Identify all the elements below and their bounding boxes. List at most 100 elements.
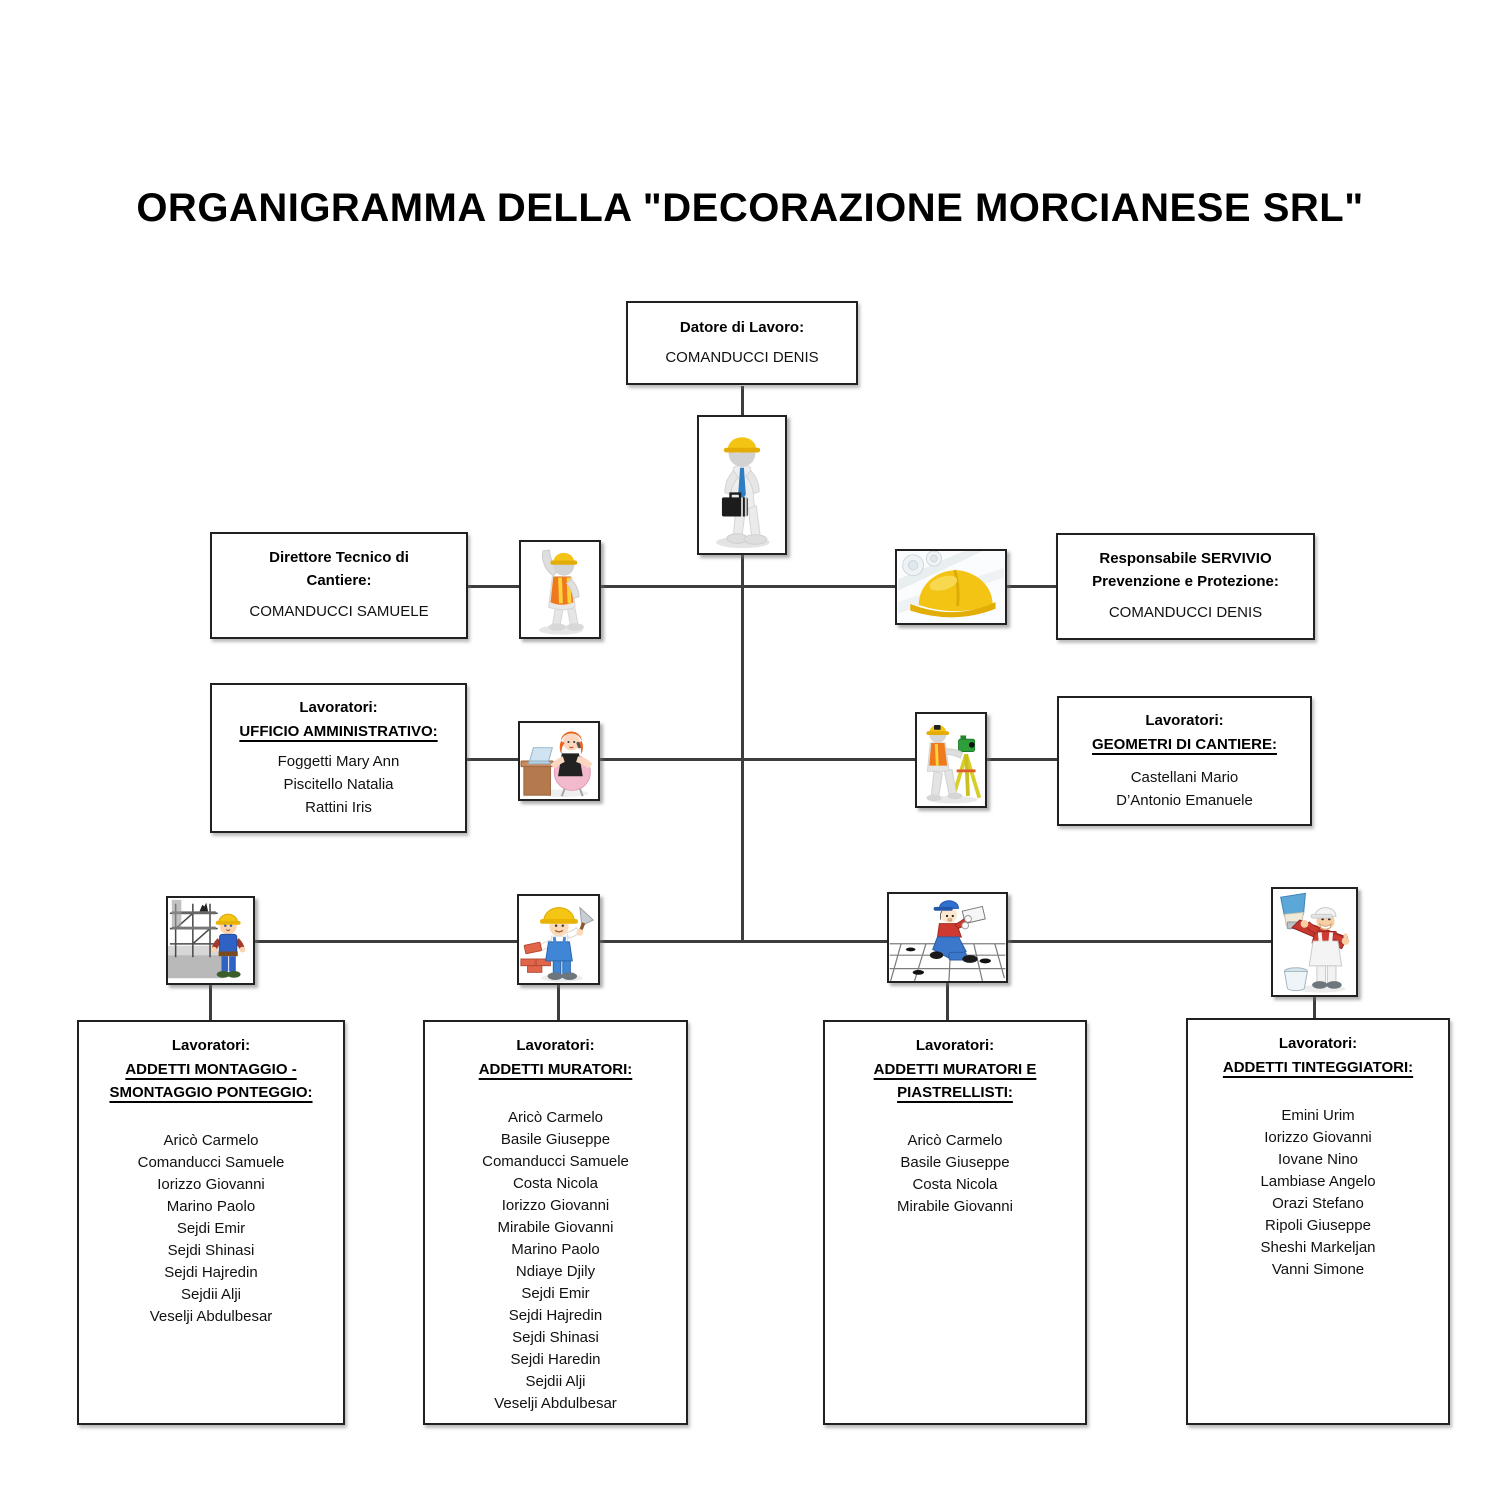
member-name: Lambiase Angelo — [1260, 1173, 1376, 1190]
node-datore-di-lavoro: Datore di Lavoro: COMANDUCCI DENIS — [626, 301, 858, 385]
member-name: Iorizzo Giovanni — [501, 1197, 610, 1214]
member-name: Rattini Iris — [305, 799, 372, 816]
node-header: Lavoratori: UFFICIO AMMINISTRATIVO: — [239, 696, 437, 743]
member-name: Vanni Simone — [1271, 1261, 1365, 1278]
waving-worker-icon — [519, 540, 601, 639]
member-name: Comanducci Samuele — [137, 1154, 285, 1171]
node-group-muratori-piastrellisti: Lavoratori: ADDETTI MURATORI E PIASTRELL… — [823, 1020, 1087, 1425]
node-label: Lavoratori: — [516, 1037, 595, 1054]
node-heading: ADDETTI TINTEGGIATORI: — [1222, 1059, 1414, 1076]
connector-bottom-horizontal — [255, 940, 1273, 943]
bricklayer-icon — [517, 894, 600, 985]
member-name: Ripoli Giuseppe — [1265, 1217, 1371, 1234]
node-direttore-tecnico: Direttore Tecnico di Cantiere: COMANDUCC… — [210, 532, 468, 639]
surveyor-icon — [915, 712, 987, 808]
person-name: COMANDUCCI SAMUELE — [249, 603, 429, 620]
member-name: Basile Giuseppe — [900, 1154, 1010, 1171]
member-name: Sejdi Hajredin — [164, 1264, 258, 1281]
scaffold-worker-icon — [168, 898, 253, 983]
node-header: Lavoratori: ADDETTI MONTAGGIO - SMONTAGG… — [93, 1034, 329, 1104]
member-name: Foggetti Mary Ann — [277, 753, 400, 770]
member-name: Costa Nicola — [912, 1176, 998, 1193]
member-name: Aricò Carmelo — [163, 1132, 259, 1149]
node-heading: Direttore Tecnico di Cantiere: — [269, 549, 409, 589]
node-heading: ADDETTI MONTAGGIO - SMONTAGGIO PONTEGGIO… — [109, 1061, 313, 1101]
node-heading: Responsabile SERVIVIO Prevenzione e Prot… — [1092, 550, 1279, 590]
member-name: Sejdi Emir — [521, 1285, 590, 1302]
node-header: Lavoratori: ADDETTI TINTEGGIATORI: — [1223, 1032, 1413, 1079]
member-name: Ndiaye Djily — [515, 1263, 596, 1280]
node-group-muratori: Lavoratori: ADDETTI MURATORI: Aricò Carm… — [423, 1020, 688, 1425]
employer-figure-icon — [697, 415, 787, 555]
node-label: Lavoratori: — [915, 1037, 995, 1054]
member-name: Sejdii Alji — [525, 1373, 586, 1390]
node-heading: ADDETTI MURATORI E PIASTRELLISTI: — [873, 1061, 1037, 1101]
tile-layer-icon — [889, 894, 1006, 981]
page-title: ORGANIGRAMMA DELLA "DECORAZIONE MORCIANE… — [136, 186, 1364, 230]
painter-icon — [1271, 887, 1358, 997]
member-name: Sejdi Hajredin — [508, 1307, 603, 1324]
secretary-icon — [518, 721, 600, 801]
connector-main-vertical — [741, 386, 744, 942]
member-name: Sejdii Alji — [180, 1286, 242, 1303]
node-label: Lavoratori: — [1278, 1035, 1358, 1052]
surveyor-with-theodolite-icon — [926, 725, 982, 804]
member-name: Sejdi Shinasi — [512, 1329, 599, 1346]
node-group-tinteggiatori: Lavoratori: ADDETTI TINTEGGIATORI: Emini… — [1186, 1018, 1450, 1425]
member-name: Emini Urim — [1281, 1107, 1355, 1124]
member-name: Comanducci Samuele — [482, 1153, 629, 1170]
node-header: Lavoratori: ADDETTI MURATORI: — [479, 1034, 633, 1081]
member-name: Mirabile Giovanni — [897, 1198, 1013, 1215]
member-name: Aricò Carmelo — [907, 1132, 1003, 1149]
node-header: Lavoratori: GEOMETRI DI CANTIERE: — [1092, 709, 1277, 756]
node-heading: ADDETTI MURATORI: — [478, 1061, 633, 1078]
member-name: Basile Giuseppe — [500, 1131, 611, 1148]
connector-stub-group1 — [209, 984, 212, 1022]
person-name: COMANDUCCI DENIS — [665, 349, 819, 366]
member-name: Costa Nicola — [512, 1175, 599, 1192]
member-name: Sheshi Markeljan — [1260, 1239, 1376, 1256]
member-name: Iovane Nino — [1277, 1151, 1359, 1168]
hardhat-blueprints-icon — [895, 549, 1007, 625]
member-name: Sejdi Shinasi — [167, 1242, 255, 1259]
member-name: Marino Paolo — [166, 1198, 256, 1215]
member-name: Aricò Carmelo — [507, 1109, 604, 1126]
member-name: Veselji Abdulbesar — [149, 1308, 273, 1325]
member-name: Veselji Abdulbesar — [494, 1395, 617, 1412]
member-name: Marino Paolo — [511, 1241, 600, 1258]
member-name: Mirabile Giovanni — [497, 1219, 614, 1236]
member-name: Sejdi Emir — [176, 1220, 246, 1237]
bricklayer-with-trowel-icon — [519, 896, 598, 983]
connector-stub-group3 — [946, 982, 949, 1022]
member-name: Iorizzo Giovanni — [157, 1176, 265, 1193]
node-geometri-di-cantiere: Lavoratori: GEOMETRI DI CANTIERE: Castel… — [1057, 696, 1312, 826]
scaffold-worker-icon — [166, 896, 255, 985]
connector-row1-horizontal — [468, 585, 1056, 588]
node-ufficio-amministrativo: Lavoratori: UFFICIO AMMINISTRATIVO: Fogg… — [210, 683, 467, 833]
member-name: D’Antonio Emanuele — [1116, 792, 1253, 809]
node-heading: UFFICIO AMMINISTRATIVO: — [239, 723, 438, 740]
waving-safety-worker-icon — [539, 549, 584, 635]
connector-stub-group4 — [1313, 996, 1316, 1022]
connector-row2-horizontal — [467, 758, 1057, 761]
node-label: Lavoratori: — [171, 1037, 251, 1054]
node-responsabile-spp: Responsabile SERVIVIO Prevenzione e Prot… — [1056, 533, 1315, 640]
worker-with-briefcase-icon — [716, 437, 770, 549]
node-header: Lavoratori: ADDETTI MURATORI E PIASTRELL… — [839, 1034, 1071, 1104]
member-name: Orazi Stefano — [1272, 1195, 1364, 1212]
person-name: COMANDUCCI DENIS — [1108, 604, 1263, 621]
connector-stub-group2 — [557, 984, 560, 1022]
secretary-at-desk-icon — [520, 723, 598, 799]
painter-with-brush-icon — [1273, 889, 1356, 995]
node-label: Lavoratori: — [1145, 712, 1224, 729]
member-name: Sejdi Haredin — [510, 1351, 601, 1368]
member-name: Iorizzo Giovanni — [1264, 1129, 1372, 1146]
node-label: Lavoratori: — [299, 699, 378, 716]
